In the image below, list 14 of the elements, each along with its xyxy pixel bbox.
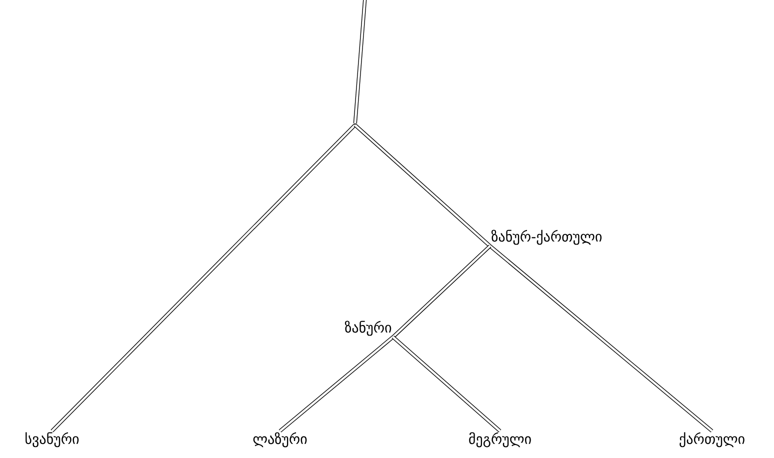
branch-line — [278, 336, 394, 432]
branch-label: ზანური — [344, 320, 392, 336]
junction-point — [354, 124, 356, 126]
branch-line — [488, 244, 714, 432]
branch-line — [353, 0, 367, 124]
language-label: მეგრული — [469, 432, 531, 448]
branch-line — [392, 244, 492, 338]
branch-line — [392, 336, 502, 432]
branch-label: ზანურ-ქართული — [491, 230, 602, 245]
language-label: ლაზური — [253, 432, 307, 448]
branch-line — [354, 124, 492, 248]
language-label: ქართული — [680, 432, 744, 448]
branch-line — [50, 124, 356, 432]
language-label: სვანური — [26, 432, 79, 448]
